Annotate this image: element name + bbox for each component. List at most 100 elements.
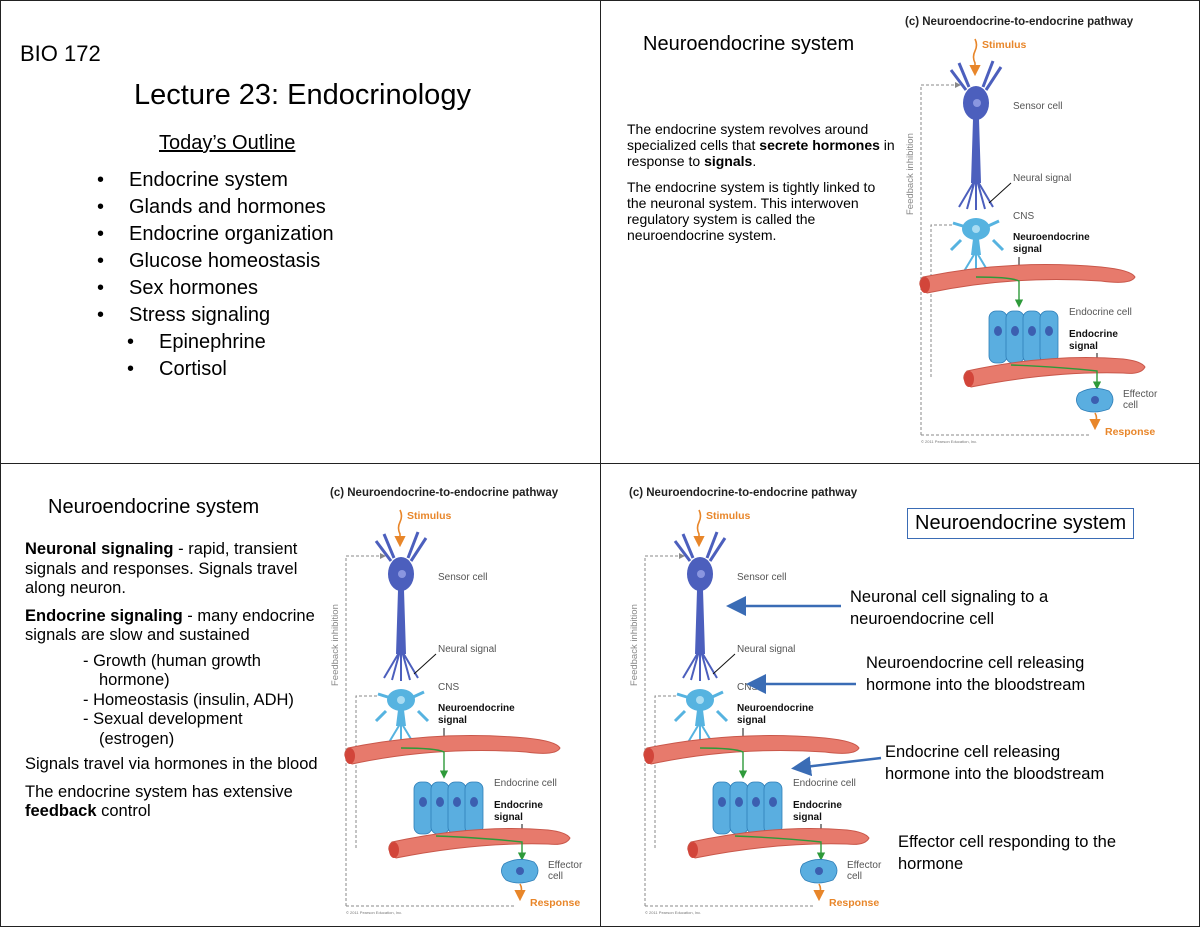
endocrine-cell-label: Endocrine cell (793, 778, 856, 789)
feedback-inhibition-label: Feedback inhibition (905, 133, 916, 215)
cns-neuroendocrine-cell (949, 218, 1005, 275)
effector-cell-label: Effector (548, 860, 583, 871)
endocrine-signal-label: Endocrine (494, 800, 543, 811)
response-label: Response (530, 897, 580, 909)
endocrine-cells (988, 310, 1059, 364)
list-item: •Glands and hormones (97, 194, 334, 221)
hormone-arrow-icon (734, 835, 826, 861)
stimulus-arrow-icon (394, 509, 406, 548)
slide-outline: BIO 172 Lecture 23: Endocrinology Today’… (0, 0, 601, 464)
paragraph: The endocrine system is tightly linked t… (627, 179, 876, 243)
endocrine-signal-label: signal (793, 812, 822, 823)
slide-body: Neuronal signaling - rapid, transient si… (25, 540, 325, 830)
pathway-figure: (c) Neuroendocrine-to-endocrine pathwayS… (629, 487, 882, 915)
cns-label: CNS (438, 682, 459, 693)
slide-neuroendocrine-intro: Neuroendocrine system The endocrine syst… (600, 0, 1200, 464)
bullet-icon: • (97, 169, 105, 191)
cns-label: CNS (1013, 211, 1034, 222)
stimulus-arrow-icon (693, 509, 705, 548)
neuroendocrine-signal-label: signal (1013, 244, 1042, 255)
figure-title: (c) Neuroendocrine-to-endocrine pathway (330, 487, 559, 499)
copyright-text: © 2011 Pearson Education, Inc. (645, 910, 701, 915)
hormone-arrow-icon (400, 747, 449, 779)
response-arrow-icon (813, 883, 825, 902)
neuroendocrine-signal-label: signal (737, 715, 766, 726)
endocrine-signal-label: Endocrine (1069, 329, 1118, 340)
slide-title: Neuroendocrine system (907, 508, 1135, 539)
hormone-arrow-icon (435, 835, 527, 861)
stimulus-label: Stimulus (982, 39, 1026, 51)
bullet-icon: • (127, 358, 135, 380)
neural-signal-label: Neural signal (737, 644, 795, 655)
lecture-title: Lecture 23: Endocrinology (134, 79, 471, 111)
figure-title: (c) Neuroendocrine-to-endocrine pathway (629, 487, 858, 499)
endocrine-cell-label: Endocrine cell (1069, 307, 1132, 318)
bullet-icon: • (97, 250, 105, 272)
slide-title: Neuroendocrine system (643, 33, 855, 55)
pathway-figure: (c) Neuroendocrine-to-endocrine pathwayS… (905, 16, 1158, 444)
endocrine-signal-label: signal (1069, 341, 1098, 352)
endocrine-cells (712, 781, 783, 835)
bullet-icon: • (97, 196, 105, 218)
list-item: •Sex hormones (97, 275, 334, 302)
neural-signal-label: Neural signal (438, 644, 496, 655)
neuroendocrine-signal-label: Neuroendocrine (1013, 232, 1090, 243)
outline-item-label: Endocrine system (129, 169, 288, 191)
annotation-effector: Effector cell responding to the hormone (898, 833, 1116, 873)
outline-subitem-label: Cortisol (159, 358, 227, 380)
blood-vessel (643, 735, 860, 765)
effector-cell-label: cell (1123, 400, 1138, 411)
list-item: •Endocrine organization (97, 221, 334, 248)
annotation-neuroendocrine: Neuroendocrine cell releasing hormone in… (866, 654, 1086, 694)
outline-heading: Today’s Outline (159, 132, 296, 154)
list-item: • Glucose homeostasis (97, 248, 334, 275)
endocrine-cells (413, 781, 484, 835)
course-code: BIO 172 (20, 41, 101, 66)
neural-signal-label: Neural signal (1013, 173, 1071, 184)
list-item: •Stress signaling (97, 302, 334, 329)
arrow-icon (791, 756, 882, 777)
list-item: - Sexual development (83, 710, 243, 728)
feedback-inhibition-label: Feedback inhibition (629, 604, 640, 686)
blood-vessel (344, 735, 561, 765)
outline-subitem-label: Epinephrine (159, 331, 266, 353)
outline-item-label: Glucose homeostasis (129, 250, 321, 272)
annotation-endocrine: Endocrine cell releasing hormone into th… (885, 743, 1105, 783)
bullet-icon: • (127, 331, 135, 353)
sensor-cell-label: Sensor cell (737, 572, 786, 583)
stimulus-arrow-icon (969, 38, 981, 77)
blood-vessel (687, 828, 870, 859)
feedback-inhibition-label: Feedback inhibition (330, 604, 341, 686)
slide-body: The endocrine system revolves around spe… (627, 121, 897, 253)
outline-item-label: Stress signaling (129, 304, 271, 326)
endocrine-signal-label: Endocrine (793, 800, 842, 811)
endocrine-signal-label: signal (494, 812, 523, 823)
sensor-neuron (374, 531, 428, 681)
slide-title: Neuroendocrine system (48, 496, 260, 518)
feedback-line (654, 695, 677, 848)
sensor-cell-label: Sensor cell (438, 572, 487, 583)
stimulus-label: Stimulus (706, 510, 750, 522)
hormone-arrow-icon (699, 747, 748, 779)
bullet-icon: • (97, 277, 105, 299)
feedback-line (920, 82, 961, 435)
list-item: • Endocrine system (97, 167, 334, 194)
feedback-line (355, 695, 378, 848)
copyright-text: © 2011 Pearson Education, Inc. (921, 439, 977, 444)
feedback-line (930, 224, 953, 377)
paragraph: The endocrine system has extensive feedb… (25, 782, 293, 821)
stimulus-label: Stimulus (407, 510, 451, 522)
sensor-cell-label: Sensor cell (1013, 101, 1062, 112)
list-item: - Growth (human growth (83, 651, 261, 670)
neuroendocrine-signal-label: Neuroendocrine (438, 703, 515, 714)
figure-title: (c) Neuroendocrine-to-endocrine pathway (905, 16, 1134, 28)
hormone-arrow-icon (1010, 364, 1102, 390)
effector-cell-label: Effector (847, 860, 882, 871)
effector-cell-label: cell (847, 871, 862, 882)
paragraph: The endocrine system revolves around spe… (627, 121, 895, 169)
feedback-line (345, 553, 386, 906)
response-arrow-icon (514, 883, 526, 902)
list-item: hormone) (99, 671, 170, 689)
outline-item-label: Endocrine organization (129, 223, 334, 245)
